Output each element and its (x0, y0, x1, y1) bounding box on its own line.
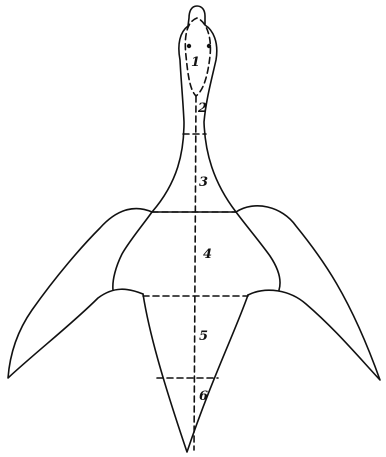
left-wing-outline (8, 209, 152, 378)
right-wing-outline (236, 206, 380, 380)
left-eye-icon (187, 44, 191, 48)
segment-label-2: 2 (197, 101, 207, 116)
left-wing-inner (113, 212, 152, 290)
segment-label-6: 6 (199, 389, 208, 404)
segment-label-5: 5 (199, 329, 208, 344)
segment-label-3: 3 (199, 175, 208, 190)
segment-label-1: 1 (191, 55, 200, 70)
midline-dashed (194, 96, 196, 450)
right-wing-inner (236, 212, 280, 290)
body-outline (152, 6, 236, 212)
segment-label-4: 4 (203, 247, 212, 262)
